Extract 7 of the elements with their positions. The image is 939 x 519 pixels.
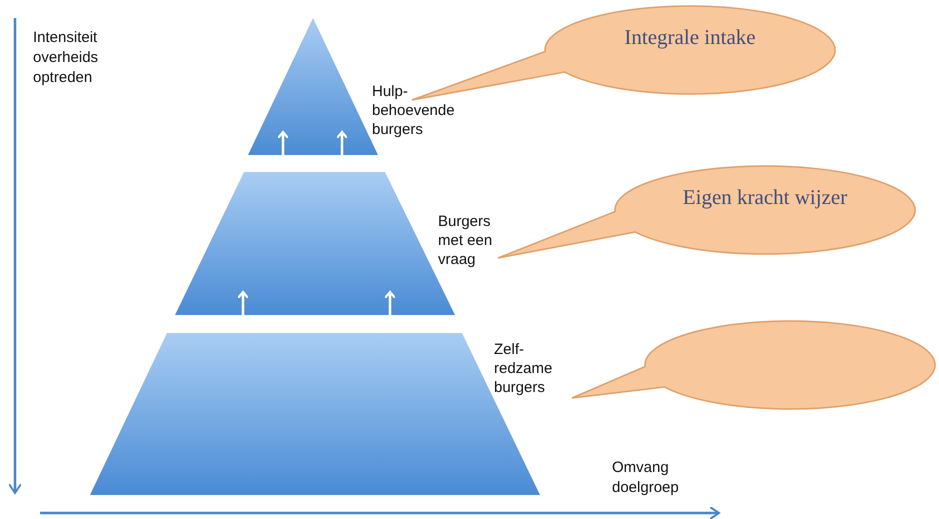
axis-label: Intensiteit overheids optreden [33,28,100,88]
axis-label: Omvang doelgroep [612,458,680,498]
bubble-text: Eigen kracht wijzer [682,184,848,210]
bubble-text: Integrale intake [623,24,757,50]
tier-label: Hulp- behoevende burgers [372,82,456,139]
tier-label: Burgers met een vraag [438,212,494,269]
tier-label: Zelf- redzame burgers [494,340,554,397]
